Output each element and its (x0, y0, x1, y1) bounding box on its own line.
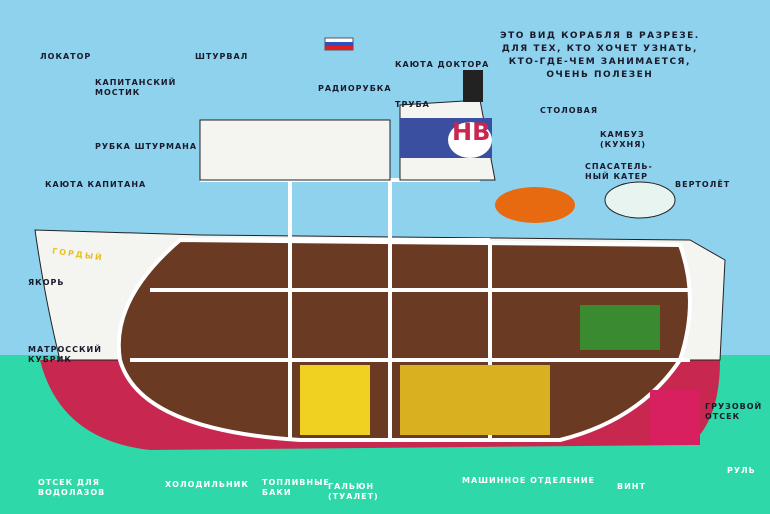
funnel-logo: НВ (452, 118, 491, 146)
funnel-badge (448, 122, 492, 158)
label-helicopter: ВЕРТОЛЁТ (675, 180, 731, 189)
lifeboat (495, 187, 575, 223)
label-fridge: ХОЛОДИЛЬНИК (165, 480, 249, 489)
rudder (650, 390, 700, 445)
label-navigator: РУБКА ШТУРМАНА (95, 142, 198, 151)
label-rudder: РУЛЬ (727, 466, 756, 475)
label-engine: МАШИННОЕ ОТДЕЛЕНИЕ (462, 476, 595, 485)
label-crew: МАТРОССКИЙ КУБРИК (28, 345, 102, 364)
label-fuel: ТОПЛИВНЫЕ БАКИ (262, 478, 330, 497)
label-dining: СТОЛОВАЯ (540, 106, 599, 115)
helicopter (604, 181, 676, 219)
cargo-truck (580, 305, 660, 350)
label-propeller: ВИНТ (617, 482, 646, 491)
intro-caption: ЭТО ВИД КОРАБЛЯ В РАЗРЕЗЕ. ДЛЯ ТЕХ, КТО … (500, 31, 700, 80)
label-divers: ОТСЕК ДЛЯ ВОДОЛАЗОВ (38, 478, 106, 497)
label-cargo: ГРУЗОВОЙ ОТСЕК (705, 402, 763, 421)
label-radio: РАДИОРУБКА (318, 84, 392, 93)
label-locator: ЛОКАТОР (40, 52, 92, 61)
funnel-top (463, 70, 483, 102)
label-bridge: КАПИТАНСКИЙ МОСТИК (95, 78, 177, 97)
label-captain: КАЮТА КАПИТАНА (45, 180, 147, 189)
label-wheel: ШТУРВАЛ (195, 52, 249, 61)
label-toilet: ГАЛЬЮН (ТУАЛЕТ) (328, 482, 379, 501)
bridge-structure (199, 119, 391, 181)
fuel-tanks (300, 365, 370, 435)
label-anchor: ЯКОРЬ (28, 278, 65, 287)
label-doctor: КАЮТА ДОКТОРА (395, 60, 490, 69)
label-galley: КАМБУЗ (КУХНЯ) (600, 130, 647, 149)
label-lifeboat: СПАСАТЕЛЬ- НЫЙ КАТЕР (585, 162, 653, 181)
engine (400, 365, 550, 435)
label-funnel: ТРУБА (395, 100, 430, 109)
